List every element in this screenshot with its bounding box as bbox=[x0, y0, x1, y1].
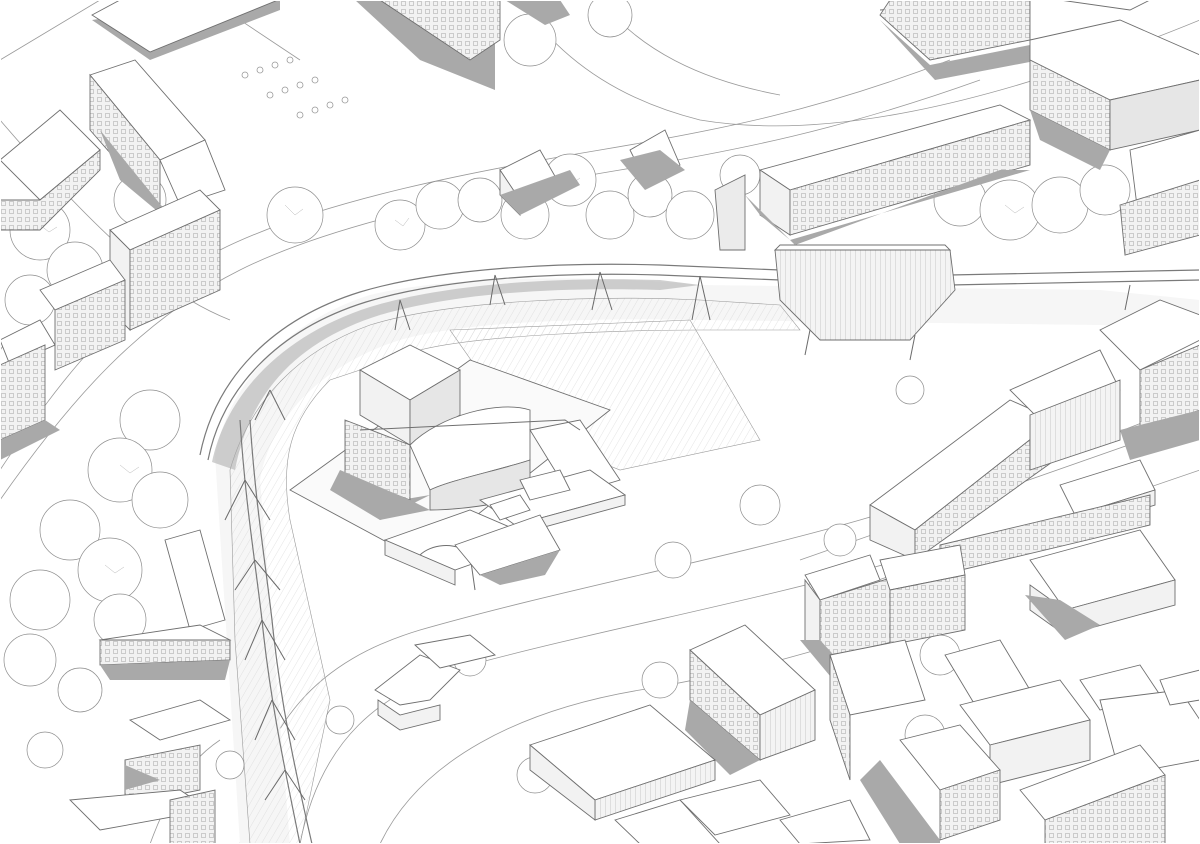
building-riverbank-kiosk bbox=[374, 634, 497, 731]
central-theatre-building bbox=[289, 344, 627, 591]
building-top-left-slab bbox=[91, 0, 280, 60]
tree-groups bbox=[0, 0, 1200, 794]
building-left-row bbox=[0, 189, 221, 460]
building-riverside-row bbox=[499, 104, 1032, 251]
building-lower-pavilion bbox=[529, 704, 871, 844]
building-right-cluster bbox=[800, 544, 1200, 844]
elevated-bridge bbox=[199, 263, 1200, 844]
building-lower-left bbox=[69, 529, 232, 844]
building-lower-center-glass bbox=[685, 624, 816, 775]
building-top-center bbox=[355, 0, 570, 90]
parking-lot bbox=[241, 56, 349, 119]
building-top-right bbox=[879, 0, 1200, 256]
building-left-block bbox=[0, 59, 226, 231]
glass-pavilion bbox=[773, 244, 956, 341]
building-right-long-slab bbox=[869, 299, 1200, 640]
